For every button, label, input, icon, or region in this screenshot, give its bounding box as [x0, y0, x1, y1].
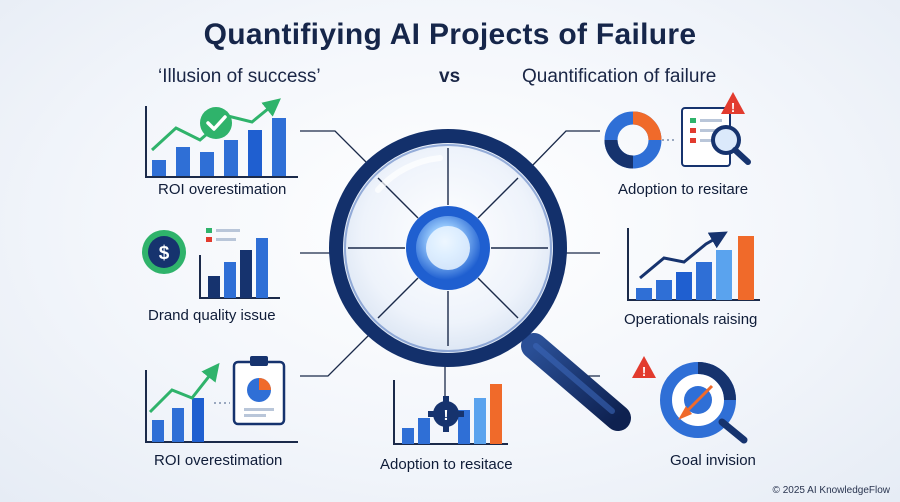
subtitle-quantification: Quantification of failure — [522, 66, 717, 87]
label-adoption-to-resitare: Adoption to resitare — [618, 181, 749, 198]
svg-text:$: $ — [159, 243, 170, 264]
copyright-footer: © 2025 AI KnowledgeFlow — [772, 485, 890, 496]
rising-bar-chart-icon — [627, 228, 760, 301]
dollar-bar-chart-icon: $ — [142, 228, 280, 299]
subtitle-illusion: ‘Illusion of success’ — [158, 66, 321, 87]
bar-chart-checkmark-icon — [145, 98, 298, 178]
bar-chart-clipboard-icon — [145, 356, 298, 443]
target-warning-magnifier-icon: ! — [632, 356, 748, 444]
pie-chart-report-magnifier-icon: ! — [604, 92, 751, 169]
label-goal-invision: Goal invision — [670, 452, 756, 469]
page-title: Quantifiying AI Projects of Failure — [203, 18, 697, 51]
subtitle-vs: vs — [439, 66, 461, 87]
label-operationals-raising: Operationals raising — [624, 311, 758, 328]
label-drand-quality-issue: Drand quality issue — [148, 307, 276, 324]
svg-text:!: ! — [642, 364, 646, 379]
svg-text:!: ! — [731, 100, 735, 115]
label-adoption-to-resitace: Adoption to resitace — [380, 456, 513, 473]
svg-text:!: ! — [444, 407, 449, 424]
magnifying-glass-icon — [329, 129, 631, 431]
label-roi-overestimation-top: ROI overestimation — [158, 181, 287, 198]
bar-chart-gear-warning-icon: ! — [393, 380, 508, 445]
label-roi-overestimation-bottom: ROI overestimation — [154, 452, 283, 469]
